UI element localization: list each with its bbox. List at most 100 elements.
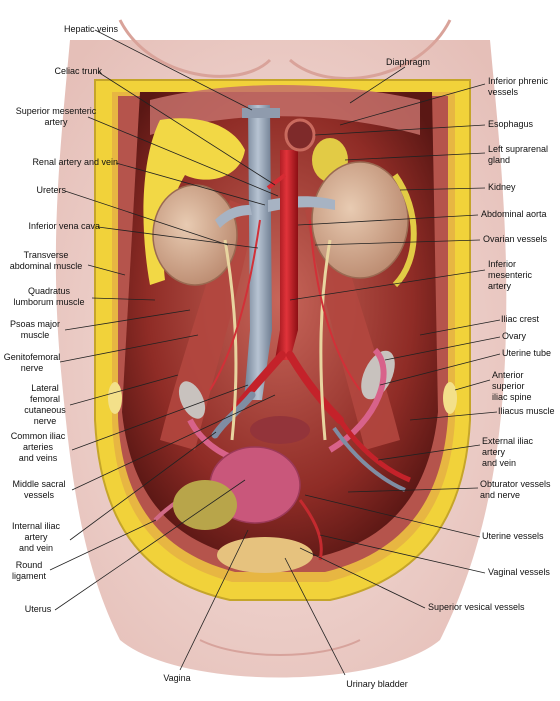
kidney-left: [311, 161, 409, 279]
leader-lateral-femoral: [69, 374, 179, 406]
leader-ureters: [64, 190, 229, 246]
esophagus: [284, 118, 316, 152]
label-quadratus-lumborum-muscle: Quadratus lumborum muscle: [13, 286, 85, 307]
leader-inferior-mesenteric: [289, 269, 486, 301]
iliac-spine-right: [443, 382, 457, 414]
label-vaginal-vessels: Vaginal vessels: [488, 567, 550, 577]
leader-uterus: [54, 479, 246, 611]
label-external-iliac-artery-vein: External iliac artery and vein: [482, 436, 534, 468]
breast-left: [118, 19, 272, 78]
leader-external-iliac: [377, 444, 481, 461]
label-internal-iliac-artery-vein: Internal iliac artery and vein: [11, 521, 61, 553]
bowel-loop: [250, 416, 310, 444]
label-ovary: Ovary: [502, 331, 527, 341]
leader-renal: [115, 162, 266, 206]
external-iliac-vein-right: [332, 426, 406, 492]
vaginal-vessels: [298, 499, 323, 561]
right-fat: [143, 118, 245, 285]
leader-vaginal-vessels: [319, 534, 486, 574]
leader-celiac-trunk: [97, 71, 276, 186]
label-psoas-major-muscle: Psoas major muscle: [9, 319, 61, 340]
label-common-iliac-arteries-veins: Common iliac arteries and veins: [10, 431, 66, 463]
lower-belly: [199, 639, 361, 656]
urinary-bladder: [217, 537, 313, 573]
label-anterior-superior-iliac-spine: Anterior superior iliac spine: [492, 370, 532, 402]
leader-vagina: [179, 529, 249, 671]
label-left-suprarenal-gland: Left suprarenal gland: [488, 144, 549, 165]
label-hepatic-veins: Hepatic veins: [63, 24, 118, 34]
leader-inferior-phrenic: [339, 83, 486, 126]
iliac-spine-left: [108, 382, 122, 414]
label-inferior-vena-cava: Inferior vena cava: [28, 221, 100, 231]
label-uterine-vessels: Uterine vessels: [482, 531, 544, 541]
ureter-left: [319, 239, 332, 441]
leader-kidney: [399, 187, 486, 191]
leader-middle-sacral: [71, 394, 276, 491]
label-kidney: Kidney: [488, 182, 516, 192]
common-iliac-right: [286, 351, 344, 424]
label-esophagus: Esophagus: [488, 119, 534, 129]
label-urinary-bladder: Urinary bladder: [346, 679, 408, 689]
external-iliac-right: [337, 418, 411, 483]
hepatic-vein-top: [242, 108, 280, 118]
label-abdominal-aorta: Abdominal aorta: [481, 209, 547, 219]
leader-round-ligament: [49, 519, 157, 571]
leader-obturator: [347, 487, 479, 493]
leader-hepatic-veins: [94, 29, 253, 111]
ovary-right: [361, 350, 395, 400]
broad-fat-left: [173, 480, 237, 530]
leader-left-suprarenal: [344, 152, 486, 161]
label-transverse-abdominal-muscle: Transverse abdominal muscle: [9, 250, 83, 271]
leader-asis: [454, 379, 491, 391]
celiac-trunk: [266, 173, 287, 190]
leader-urinary-bladder: [284, 557, 346, 676]
leader-superior-vesical: [299, 547, 426, 609]
label-inferior-mesenteric-artery: Inferior mesenteric artery: [488, 259, 533, 291]
leader-ovarian-vessels: [314, 239, 481, 246]
breast-right: [289, 19, 452, 81]
leader-abdominal-aorta: [297, 214, 479, 226]
label-ureters: Ureters: [36, 185, 66, 195]
leader-internal-iliac: [69, 431, 217, 541]
label-genitofemoral-nerve: Genitofemoral nerve: [3, 352, 61, 373]
leader-lines: [49, 29, 501, 676]
label-middle-sacral-vessels: Middle sacral vessels: [12, 479, 66, 500]
label-uterus: Uterus: [24, 604, 52, 614]
label-renal-artery-vein: Renal artery and vein: [32, 157, 118, 167]
label-round-ligament: Round ligament: [11, 560, 47, 581]
leader-diaphragm: [349, 66, 406, 104]
label-uterine-tube: Uterine tube: [502, 348, 552, 358]
leader-transverse: [87, 264, 126, 276]
label-superior-vesical-vessels: Superior vesical vessels: [428, 602, 525, 612]
label-superior-mesenteric-artery: Superior mesenteric artery: [15, 106, 97, 127]
kidney-right: [152, 184, 238, 286]
diaphragm: [150, 85, 420, 135]
leader-iliac-crest: [419, 319, 501, 336]
leader-psoas: [64, 309, 191, 331]
label-diaphragm: Diaphragm: [386, 57, 431, 67]
leader-ivc: [97, 226, 259, 249]
leader-ovary: [384, 336, 501, 361]
leader-common-iliac: [71, 384, 249, 451]
ovarian-vessel-right: [209, 219, 261, 391]
leader-iliacus: [409, 411, 498, 421]
label-lateral-femoral-cutaneous-nerve: Lateral femoral cutaneous nerve: [24, 383, 66, 426]
abdominal-aorta: [275, 150, 298, 360]
label-vagina: Vagina: [163, 673, 191, 683]
label-iliacus-muscle: Iliacus muscle: [498, 406, 555, 416]
kidney-left-capsule: [392, 173, 417, 288]
uterine-tube-right: [328, 347, 387, 453]
leader-genitofemoral: [59, 334, 199, 363]
leader-esophagus: [314, 124, 486, 136]
ovarian-vessel-left: [309, 219, 361, 391]
label-iliac-crest: Iliac crest: [501, 314, 540, 324]
ovary-left: [178, 381, 206, 419]
label-obturator-vessels-nerve: Obturator vessels and nerve: [480, 479, 551, 500]
leader-uterine-vessels: [304, 494, 481, 538]
leader-quadratus: [91, 297, 156, 301]
label-celiac-trunk: Celiac trunk: [54, 66, 102, 76]
label-ovarian-vessels: Ovarian vessels: [483, 234, 548, 244]
label-inferior-phrenic-vessels: Inferior phrenic vessels: [488, 76, 549, 97]
